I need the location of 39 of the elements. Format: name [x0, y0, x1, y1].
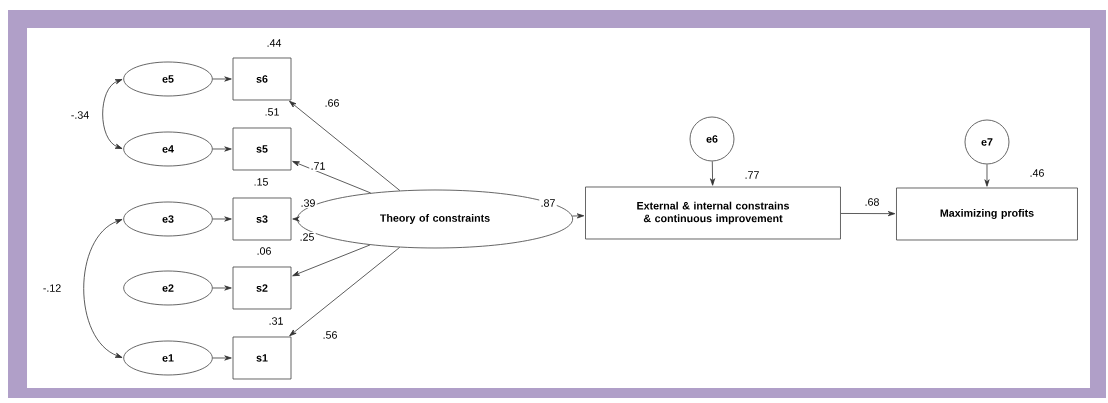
variance-label: .31 [269, 317, 283, 325]
variable-box: s2 [232, 266, 292, 310]
edge-label: .56 [321, 329, 339, 341]
arrow [83, 219, 123, 358]
edge-label: -.34 [69, 109, 91, 121]
edge-label: .66 [323, 97, 341, 109]
arrow [292, 161, 372, 194]
arrow [571, 213, 585, 219]
variance-label: .44 [267, 39, 282, 47]
arrow [212, 76, 232, 82]
variance-label: .15 [254, 178, 268, 186]
edge-label: .25 [298, 231, 316, 243]
variable-box: s5 [232, 127, 292, 171]
variable-box: s1 [232, 336, 292, 380]
variance-label: .06 [257, 247, 271, 255]
arrow [212, 285, 232, 291]
edge-label: -.12 [41, 282, 63, 294]
arrow [212, 355, 232, 361]
variable-box: Maximizing profits [896, 187, 1078, 241]
arrow [289, 100, 401, 191]
edge-label: .39 [299, 197, 317, 209]
edge-label: .87 [539, 197, 557, 209]
variance-label: .46 [1030, 169, 1044, 177]
variance-label: .77 [745, 171, 759, 179]
edge-label: .68 [863, 196, 881, 208]
variable-box: External & internal constrains & continuous improvement [585, 186, 841, 240]
arrow [292, 244, 371, 277]
variable-box: s3 [232, 197, 292, 241]
edge-label: .71 [309, 161, 327, 171]
arrow [840, 211, 896, 217]
arrow [984, 164, 990, 187]
variance-label: .51 [265, 108, 279, 116]
arrow [710, 161, 716, 186]
arrow [289, 247, 401, 337]
arrow [102, 79, 123, 149]
variable-box: s6 [232, 57, 292, 101]
arrow [212, 146, 232, 152]
arrow [212, 216, 232, 222]
arrow [292, 216, 300, 222]
